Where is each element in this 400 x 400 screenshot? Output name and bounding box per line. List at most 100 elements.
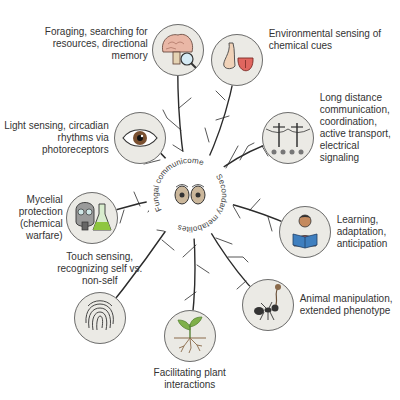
mycelium-trunks [92, 50, 305, 336]
spore-dot [180, 193, 185, 198]
spores [175, 185, 205, 205]
function-circle: Animal manipulation, extended phenotype [242, 279, 294, 331]
tongue-line [245, 60, 246, 68]
circle-ground [242, 279, 294, 331]
function-circle: Mycelial protection (chemical warfare) [66, 192, 118, 244]
mask-eye [86, 209, 92, 215]
hypha [216, 116, 229, 120]
ridge [86, 304, 113, 324]
hypha [268, 217, 272, 231]
hypha [163, 110, 181, 130]
nose-tongue-icon [224, 43, 253, 71]
function-circle: Light sensing, circadian rhythms via pho… [114, 112, 166, 164]
brain [162, 34, 192, 52]
circle-ground [164, 310, 216, 362]
function-circle: Touch sensing, recognizing self vs. non-… [74, 292, 126, 344]
function-circle: Long distance communication, coordinatio… [262, 112, 314, 164]
hypha [232, 204, 240, 218]
crossbar [273, 126, 285, 127]
leaf [178, 320, 190, 330]
flask [93, 204, 111, 230]
circle-ground [262, 112, 314, 164]
circle-ground [211, 34, 263, 86]
brain-fold [166, 42, 184, 49]
ant-legs [260, 302, 274, 320]
function-circle: Foraging, searching for resources, direc… [152, 24, 204, 76]
tongue [238, 58, 253, 71]
function-label: Animal manipulation, extended phenotype [300, 293, 397, 317]
function-label: Facilitating plant interactions [140, 367, 240, 391]
hair [299, 215, 311, 218]
hypha [205, 128, 209, 142]
leaf [190, 317, 202, 327]
ridge [88, 301, 112, 306]
hypha [120, 210, 124, 223]
fungal-bulb [275, 284, 281, 290]
ridge [97, 316, 103, 330]
reader-icon [293, 215, 317, 248]
dot [299, 150, 304, 155]
crossbar [291, 126, 303, 127]
mask-eye [78, 209, 84, 215]
function-label: Foraging, searching for resources, direc… [30, 26, 148, 62]
dot [272, 150, 277, 155]
hypha [179, 98, 191, 108]
function-label: Mycelial protection (chemical warfare) [3, 194, 63, 242]
mycelium [92, 50, 305, 336]
electric-poles-icon [266, 123, 310, 155]
hypha [185, 292, 196, 300]
wire [266, 129, 310, 133]
fungal-stalk [276, 288, 278, 305]
fingerprint-icon [86, 301, 113, 330]
stem [173, 52, 180, 64]
mask-filter [82, 222, 88, 230]
center-ground [146, 151, 234, 239]
function-label: Learning, adaptation, anticipation [337, 214, 397, 250]
spore [191, 186, 205, 204]
ridge [89, 308, 111, 328]
hypha [240, 143, 254, 160]
circular-label-text: Secondary metabolites [176, 172, 229, 233]
circle-ground [152, 24, 204, 76]
head [299, 215, 311, 227]
function-circle: Environmental sensing of chemical cues [211, 34, 263, 86]
circle-ground [66, 192, 118, 244]
hypha [237, 281, 246, 289]
circle-ground [74, 292, 126, 344]
brain-magnifier-icon [162, 34, 196, 68]
circle-grounds [66, 24, 331, 362]
ant-fungus-icon [254, 284, 281, 320]
function-label: Light sensing, circadian rhythms via pho… [3, 120, 109, 156]
circular-label: Secondary metabolites [176, 172, 229, 233]
hypha [250, 199, 260, 210]
hypha [183, 245, 196, 257]
hypha [197, 265, 209, 273]
spore-dot [196, 193, 201, 198]
nose [224, 43, 235, 69]
plant-icon [174, 317, 206, 353]
pupil [137, 135, 143, 141]
dot [290, 150, 295, 155]
circular-label: Fungal communicome [151, 156, 206, 213]
spore [175, 186, 189, 204]
ant-body [254, 307, 264, 315]
flask-liquid [93, 222, 111, 230]
dot [281, 150, 286, 155]
function-label: Environmental sensing of chemical cues [269, 28, 395, 52]
hypha [228, 257, 248, 262]
handle [191, 63, 196, 68]
circular-label-text: Fungal communicome [151, 156, 206, 213]
book-spine [305, 237, 306, 248]
gas-mask-flask-icon [76, 203, 111, 231]
circle-ground [114, 112, 166, 164]
function-circle: Facilitating plant interactions [164, 310, 216, 362]
ant-body [265, 308, 272, 313]
roots [179, 338, 202, 353]
function-circle: Learning, adaptation, anticipation [279, 206, 331, 258]
eye-icon [123, 130, 157, 147]
ridge [92, 312, 106, 330]
hypha [173, 145, 184, 152]
spore-cap [176, 185, 204, 188]
iris [133, 131, 147, 145]
